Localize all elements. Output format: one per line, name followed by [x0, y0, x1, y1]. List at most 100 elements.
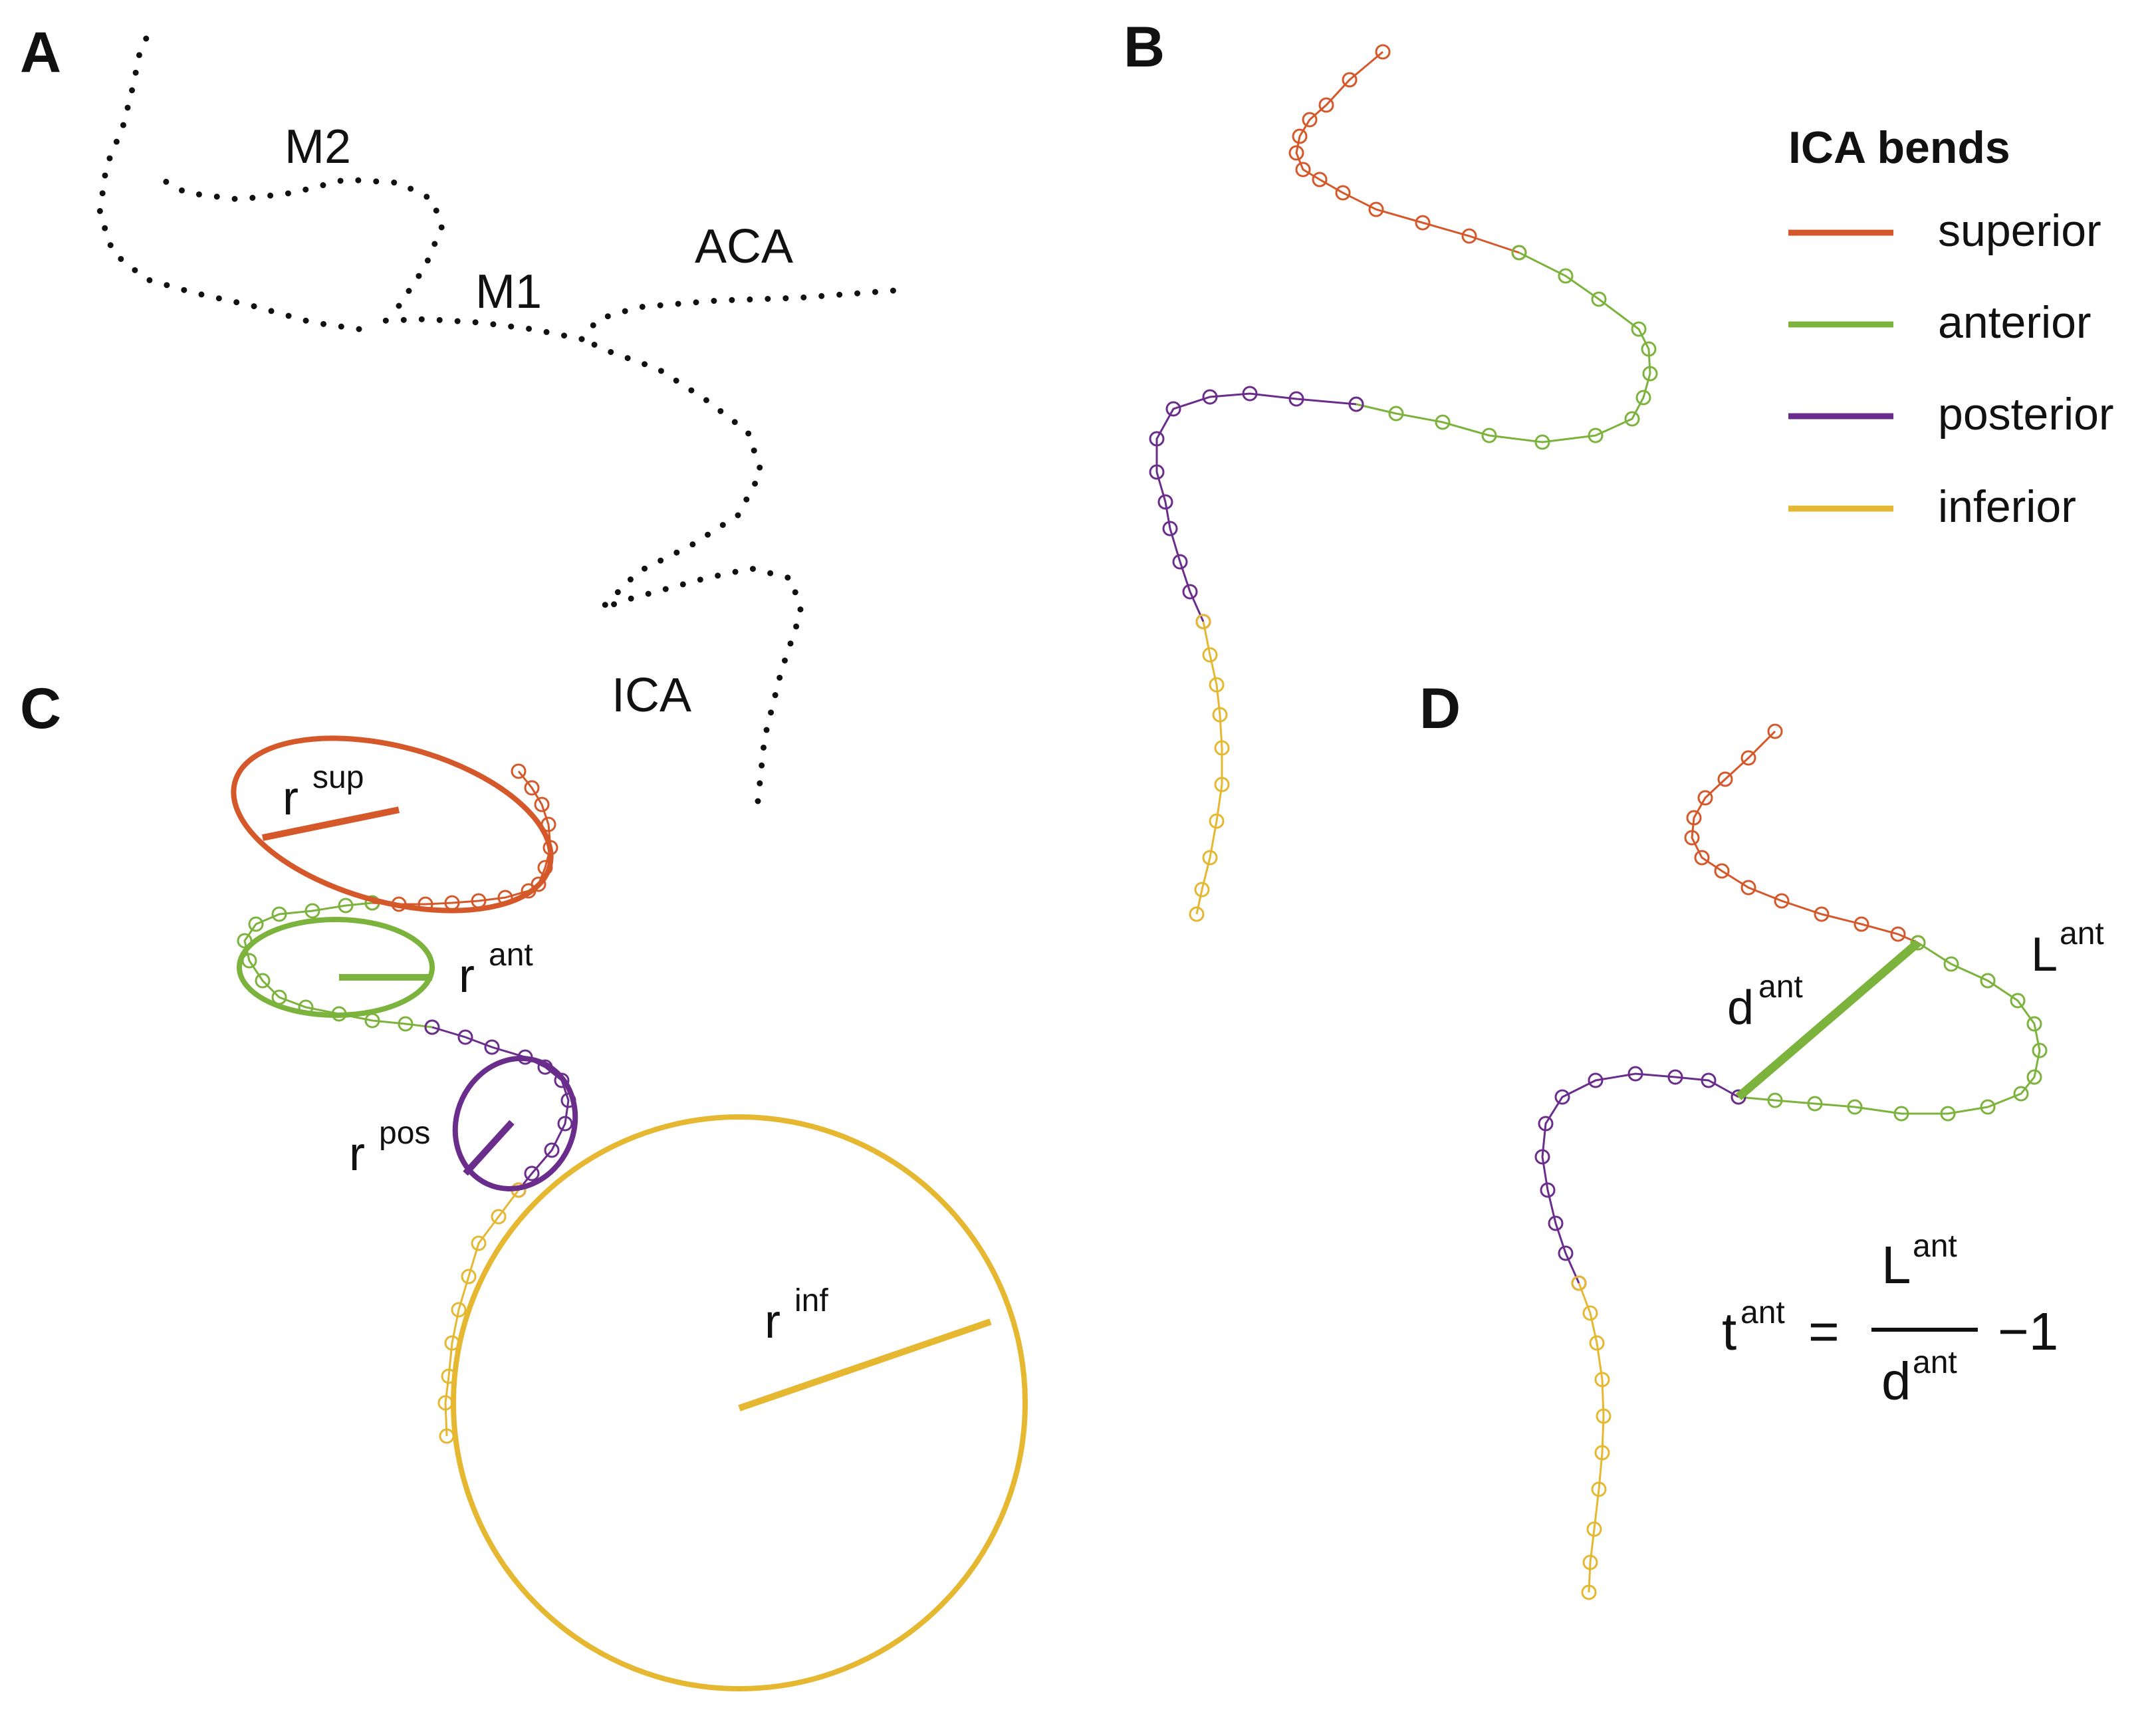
inferior-marker	[461, 1269, 477, 1284]
radius-label-superior-sup: sup	[312, 760, 364, 795]
panel-c-fits	[231, 735, 1028, 1691]
superior-marker	[1686, 810, 1702, 826]
inferior-marker	[1594, 1372, 1610, 1388]
posterior-marker	[1627, 1066, 1643, 1082]
inferior-marker	[1582, 1305, 1598, 1321]
label-m2: M2	[285, 120, 351, 174]
inferior-marker	[1214, 777, 1230, 793]
anterior-marker	[2013, 1086, 2029, 1102]
vessel-ica	[578, 336, 804, 804]
superior-fit-ellipse	[231, 735, 554, 914]
inferior-marker	[1594, 1445, 1610, 1461]
anterior-marker	[1642, 366, 1658, 382]
formula-denominator-sup: ant	[1913, 1345, 1957, 1380]
inferior-marker	[1212, 707, 1228, 723]
inferior-marker	[1591, 1481, 1607, 1497]
posterior-marker	[1348, 396, 1364, 412]
inferior-marker	[1194, 882, 1210, 898]
radius-label-posterior: r pos	[349, 1116, 430, 1181]
posterior-segment	[431, 1026, 570, 1191]
anterior-segment	[1356, 251, 1651, 443]
formula-numerator-base: L	[1881, 1235, 1911, 1294]
length-label-sup: ant	[2060, 916, 2104, 951]
anterior-marker	[1807, 1096, 1823, 1112]
superior-marker	[1697, 790, 1713, 806]
legend-label-inferior: inferior	[1938, 481, 2076, 532]
inferior-marker	[1586, 1521, 1602, 1537]
superior-segment	[1691, 730, 1919, 944]
label-ica: ICA	[612, 669, 691, 722]
anterior-marker	[2032, 1042, 2048, 1058]
inferior-marker	[1214, 740, 1230, 756]
anterior-marker	[1980, 973, 1996, 989]
distance-label-sup: ant	[1758, 969, 1803, 1005]
panel-d-centerline	[1534, 723, 2048, 1600]
posterior-marker	[1157, 494, 1173, 510]
anterior-marker	[304, 903, 320, 919]
formula-numerator-sup: ant	[1913, 1229, 1957, 1264]
legend-label-posterior: posterior	[1938, 389, 2114, 439]
legend-label-superior: superior	[1938, 205, 2101, 256]
posterior-marker	[1149, 464, 1165, 480]
inferior-segment	[444, 1189, 520, 1437]
posterior-marker	[1288, 391, 1304, 407]
posterior-marker	[1172, 554, 1188, 570]
panel-a-vessels	[96, 20, 898, 804]
anterior-marker	[1635, 390, 1651, 406]
radius-label-posterior-base: r	[349, 1128, 365, 1181]
formula-denominator-base: d	[1881, 1352, 1911, 1411]
superior-marker	[1335, 185, 1351, 201]
anterior-marker	[1588, 428, 1604, 443]
legend-title: ICA bends	[1788, 122, 2010, 173]
superior-marker	[1415, 215, 1431, 231]
posterior-marker	[524, 1165, 540, 1181]
superior-radius	[261, 806, 400, 841]
posterior-marker	[544, 1142, 560, 1158]
anterior-marker	[1767, 1092, 1783, 1108]
superior-marker	[1854, 916, 1869, 932]
formula-lhs-sup: ant	[1740, 1295, 1785, 1330]
length-label-base: L	[2031, 928, 2058, 981]
superior-marker	[1684, 830, 1700, 846]
posterior-radius	[463, 1120, 515, 1176]
inferior-marker	[1596, 1408, 1612, 1424]
posterior-marker	[1701, 1072, 1717, 1088]
inferior-marker	[1581, 1584, 1597, 1600]
radius-label-inferior: r inf	[765, 1283, 828, 1348]
inferior-marker	[1202, 647, 1218, 663]
inferior-marker	[1209, 677, 1225, 693]
superior-marker	[1694, 850, 1710, 866]
posterior-marker	[1165, 401, 1181, 417]
tortuosity-formula: t ant = L ant d ant −1	[1722, 1229, 2058, 1411]
posterior-segment	[1155, 392, 1357, 622]
anterior-marker	[1980, 1099, 1996, 1115]
panel-label-b: B	[1124, 15, 1165, 79]
anterior-marker	[1591, 291, 1607, 307]
distance-label: d ant	[1727, 969, 1803, 1035]
anterior-marker	[1641, 341, 1657, 357]
panel-label-d: D	[1419, 677, 1461, 741]
superior-marker	[1740, 750, 1756, 766]
posterior-marker	[557, 1116, 573, 1132]
posterior-marker	[1588, 1072, 1604, 1088]
superior-marker	[524, 780, 540, 796]
posterior-marker	[1534, 1149, 1550, 1165]
anterior-marker	[248, 916, 264, 932]
posterior-marker	[1162, 521, 1178, 537]
superior-marker	[1461, 228, 1477, 244]
formula-minus-one: −1	[1998, 1302, 2058, 1361]
inferior-segment	[1195, 621, 1223, 915]
superior-marker	[1774, 893, 1790, 909]
radius-label-anterior-base: r	[459, 949, 475, 1003]
vessel-aca	[578, 287, 898, 342]
posterior-marker	[1548, 1215, 1564, 1231]
inferior-segment	[1578, 1283, 1605, 1593]
anterior-marker	[338, 898, 354, 914]
anterior-marker	[2026, 1016, 2042, 1032]
inferior-marker	[1195, 614, 1211, 630]
panel-label-a: A	[20, 21, 61, 84]
posterior-marker	[484, 1039, 500, 1055]
anterior-segment	[243, 902, 433, 1029]
posterior-marker	[1554, 1089, 1570, 1105]
anterior-marker	[1631, 321, 1647, 337]
